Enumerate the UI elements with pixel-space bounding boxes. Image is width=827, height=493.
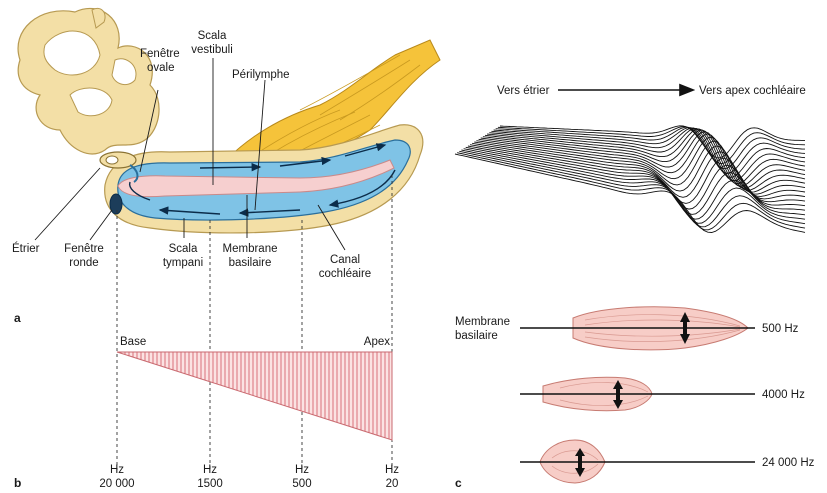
label-membrane-c-2: basilaire [455, 330, 498, 342]
label-scala-tympani-2: tympani [163, 257, 203, 269]
panel-b-letter: b [14, 476, 21, 490]
label-vers-etrier: Vers étrier [497, 85, 550, 97]
freq-value-2: 1500 [197, 478, 223, 490]
membrane-24000hz: 24 000 Hz [520, 440, 815, 483]
membrane-500hz: 500 Hz [520, 307, 799, 350]
panel-a-letter: a [14, 311, 21, 325]
label-scala-vestibuli-2: vestibuli [191, 44, 233, 56]
label-membrane-basilaire-1: Membrane [223, 243, 278, 255]
label-fenetre-ronde-2: ronde [69, 257, 98, 269]
basilar-membrane-width-wedge [117, 352, 392, 440]
label-membrane-c-1: Membrane [455, 316, 510, 328]
freq-label-4000: 4000 Hz [762, 389, 805, 401]
freq-value-4: 20 [386, 478, 399, 490]
panel-b: Base Apex Hz 20 000 Hz 1500 Hz 500 Hz 20… [14, 336, 399, 490]
freq-unit-3: Hz [295, 464, 309, 476]
freq-unit-4: Hz [385, 464, 399, 476]
panel-c-letter: c [455, 476, 462, 490]
label-perilymphe: Périlymphe [232, 69, 290, 81]
label-scala-vestibuli-1: Scala [198, 30, 227, 42]
wave-trace [472, 143, 805, 199]
label-fenetre-ovale-2: ovale [147, 62, 175, 74]
label-vers-apex: Vers apex cochléaire [699, 85, 806, 97]
freq-label-24000: 24 000 Hz [762, 457, 815, 469]
label-scala-tympani-1: Scala [169, 243, 198, 255]
label-membrane-basilaire-2: basilaire [229, 257, 272, 269]
label-fenetre-ovale-1: Fenêtre [140, 48, 180, 60]
label-canal-cochleaire-2: cochléaire [319, 268, 371, 280]
label-canal-cochleaire-1: Canal [330, 254, 360, 266]
label-base: Base [120, 336, 146, 348]
freq-value-3: 500 [292, 478, 311, 490]
panel-c: Vers étrier Vers apex cochléaire Membran… [455, 85, 815, 490]
freq-value-1: 20 000 [99, 478, 134, 490]
freq-label-500: 500 Hz [762, 323, 799, 335]
label-etrier: Étrier [12, 242, 40, 255]
membrane-4000hz: 4000 Hz [520, 377, 805, 410]
semicircular-canals-bone [18, 8, 159, 153]
freq-unit-1: Hz [110, 464, 124, 476]
freq-unit-2: Hz [203, 464, 217, 476]
travelling-wave-traces [455, 126, 805, 233]
label-fenetre-ronde-1: Fenêtre [64, 243, 104, 255]
label-apex: Apex [364, 336, 390, 348]
